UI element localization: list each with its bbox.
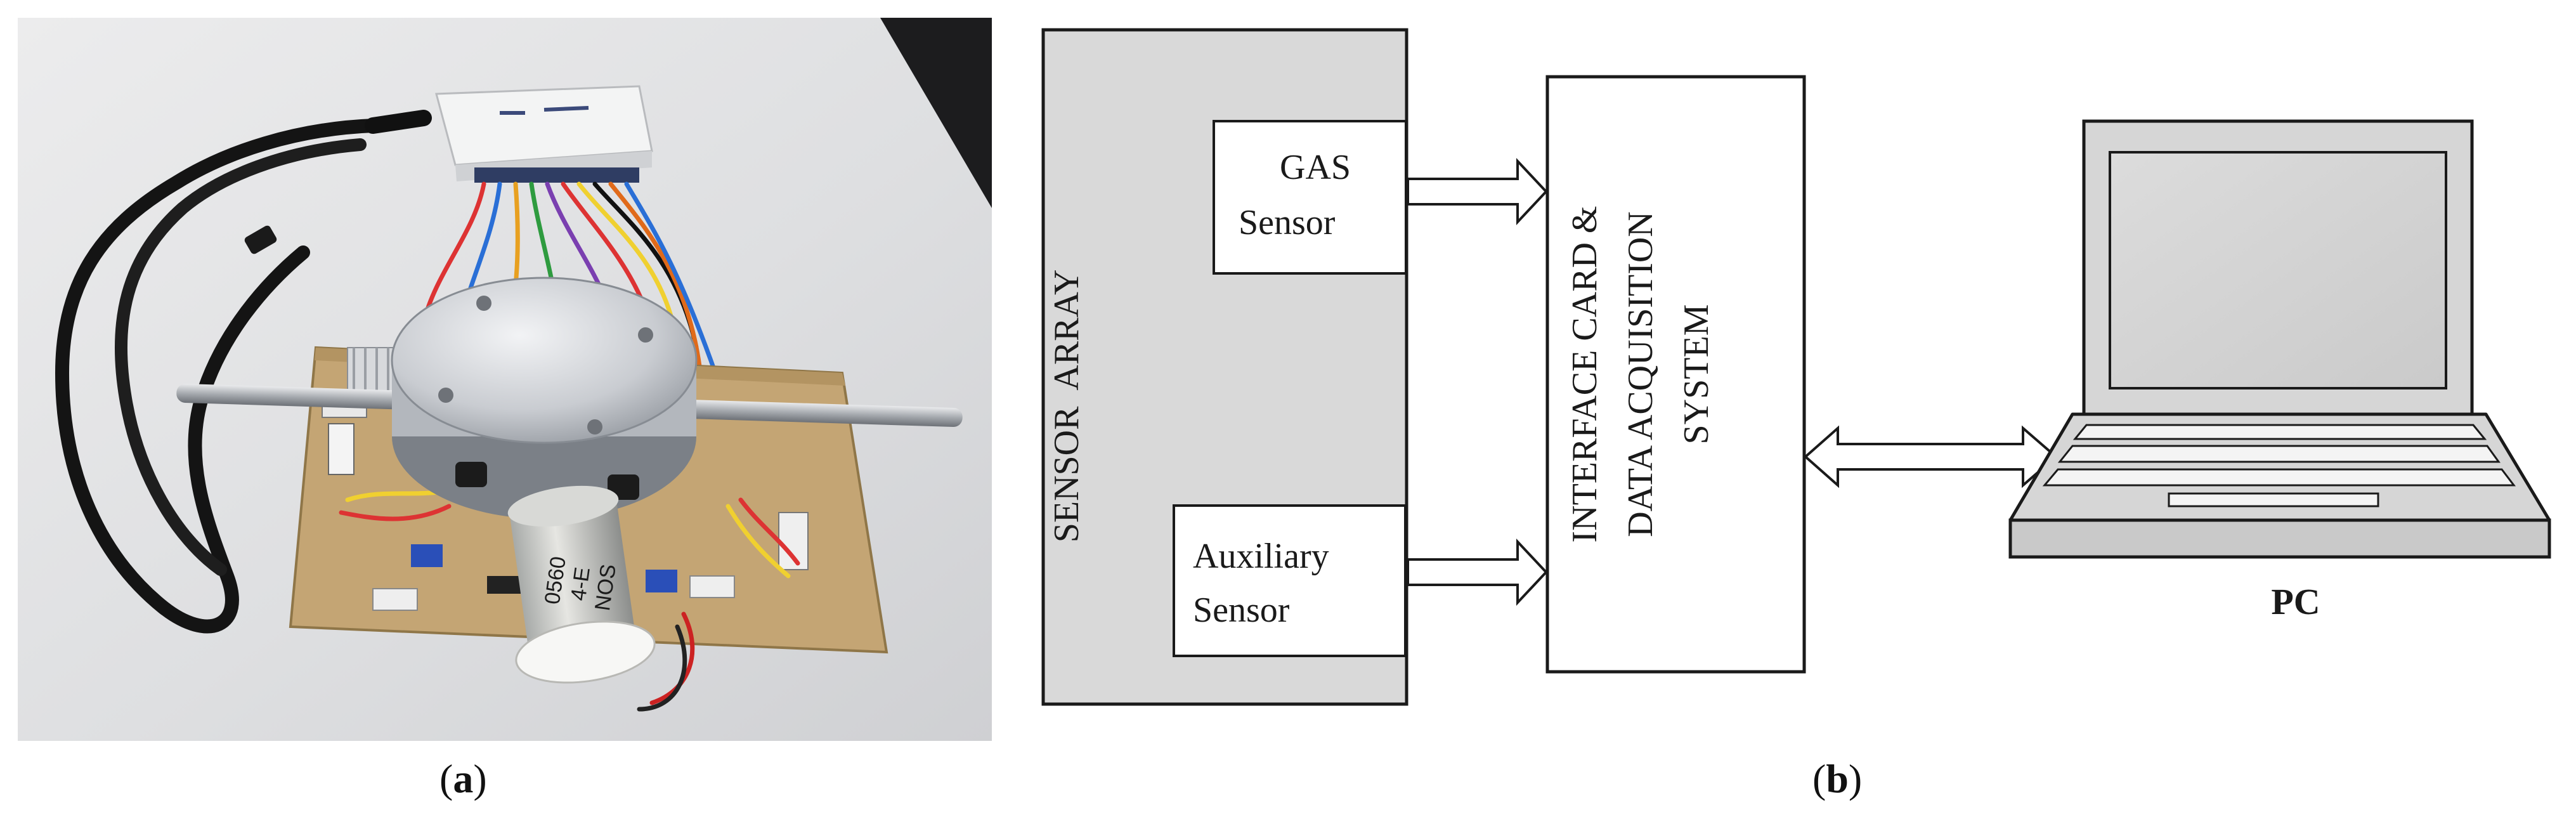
interface-label-line-2: DATA ACQUISITION — [1621, 211, 1660, 537]
caption-a-close: ) — [473, 756, 487, 801]
sensor-chamber — [391, 277, 698, 519]
caption-a: (a) — [439, 759, 487, 799]
interface-pc-bidirectional-arrow — [1803, 425, 2059, 488]
aux-to-interface-arrow — [1407, 538, 1548, 606]
caption-b: (b) — [1812, 759, 1862, 799]
block-diagram: SENSOR ARRAY GAS Sensor Auxiliary Sensor… — [1041, 28, 2551, 706]
caption-b-open: ( — [1812, 756, 1826, 801]
electrochemical-sensor: 0560 4-E NOS — [507, 485, 656, 684]
auxiliary-sensor-label-line-1: Auxiliary — [1193, 537, 1329, 576]
sensor-array-label: SENSOR ARRAY — [1047, 270, 1086, 543]
gas-sensor-label-line-2: Sensor — [1239, 203, 1336, 242]
laptop-icon — [2008, 119, 2551, 559]
sensor-device-photo: 0560 4-E NOS — [18, 18, 992, 741]
interface-label-line-1: INTERFACE CARD & — [1565, 206, 1604, 543]
caption-b-letter: b — [1826, 756, 1849, 801]
device-label-line-2: 4-E — [566, 566, 595, 603]
interface-label-line-3: SYSTEM — [1677, 304, 1716, 445]
panel-b-diagram: SENSOR ARRAY GAS Sensor Auxiliary Sensor… — [1015, 13, 2576, 742]
interface-daq-block — [1545, 75, 1806, 674]
auxiliary-sensor-label-line-2: Sensor — [1193, 591, 1290, 630]
auxiliary-sensor-box — [1173, 504, 1407, 657]
caption-b-close: ) — [1848, 756, 1863, 801]
gas-to-interface-arrow — [1407, 157, 1548, 226]
caption-a-open: ( — [439, 756, 453, 801]
gas-sensor-label-line-1: GAS — [1280, 148, 1351, 187]
panel-a-photo: 0560 4-E NOS — [18, 18, 992, 741]
caption-a-letter: a — [453, 756, 474, 801]
dark-corner — [880, 18, 992, 208]
gas-sensor-box — [1213, 120, 1407, 275]
pc-label: PC — [2271, 581, 2320, 622]
daq-unit — [435, 85, 653, 183]
usb-cable — [55, 119, 380, 634]
